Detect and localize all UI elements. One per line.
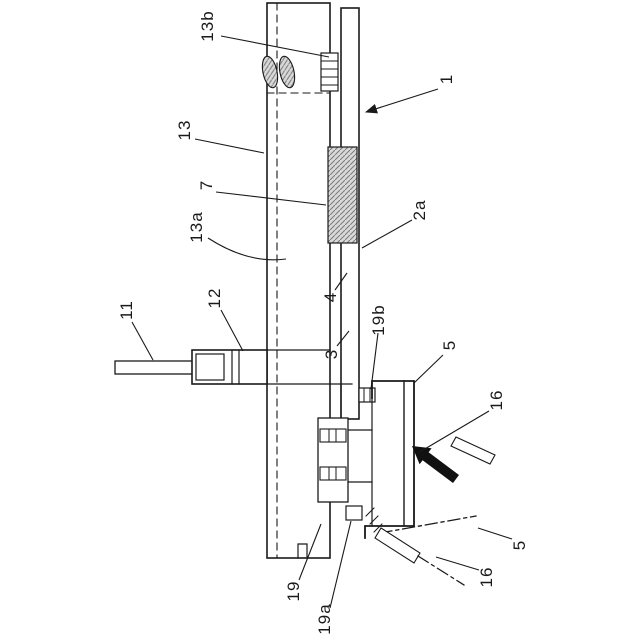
clamp-bolt-lower-lines bbox=[328, 466, 337, 481]
leader-16-upper bbox=[417, 410, 490, 454]
bolt-13b bbox=[320, 52, 339, 92]
clamp-bolt-upper bbox=[319, 428, 347, 443]
leader-5-lower bbox=[477, 527, 513, 540]
rail-5-phantom-strip bbox=[450, 436, 496, 465]
ref-label-5-upper: 5 bbox=[440, 339, 459, 351]
leader-12 bbox=[220, 309, 244, 352]
ref-label-13: 13 bbox=[175, 119, 194, 141]
band-3 bbox=[266, 349, 331, 385]
ref-label-11: 11 bbox=[117, 300, 136, 320]
leader-19b bbox=[370, 332, 379, 390]
phantom-centerline-lower bbox=[417, 555, 465, 586]
ref-label-12: 12 bbox=[205, 287, 224, 309]
leader-13 bbox=[194, 138, 265, 154]
ref-label-16-upper: 16 bbox=[487, 389, 506, 411]
leader-19 bbox=[298, 523, 322, 581]
leader-11 bbox=[131, 321, 154, 361]
leader-1 bbox=[364, 88, 439, 114]
ref-label-5-lower: 5 bbox=[510, 539, 529, 551]
fitting-12-inner bbox=[195, 353, 225, 381]
direction-arrow-icon bbox=[412, 446, 459, 483]
ref-label-16-lower: 16 bbox=[477, 566, 496, 588]
washer-left bbox=[261, 55, 279, 89]
washer-right bbox=[278, 55, 296, 89]
band-3-step bbox=[329, 383, 353, 420]
ref-label-19a: 19a bbox=[315, 603, 334, 635]
leader-4 bbox=[334, 272, 348, 291]
leader-5-upper bbox=[413, 354, 444, 384]
ref-label-13a: 13a bbox=[187, 211, 206, 243]
leader-7 bbox=[215, 191, 327, 206]
leader-3 bbox=[336, 330, 350, 347]
ref-label-19: 19 bbox=[284, 580, 303, 602]
pad-7-hatch bbox=[327, 146, 358, 244]
fitting-12-outline bbox=[191, 349, 268, 385]
ref-label-19b: 19b bbox=[369, 304, 388, 336]
clamp-bolt-upper-lines bbox=[328, 428, 337, 443]
ref-label-7: 7 bbox=[197, 179, 216, 191]
rail-16-lower-strip bbox=[374, 527, 421, 564]
leader-13a bbox=[207, 237, 287, 261]
ref-label-2a: 2a bbox=[410, 199, 429, 221]
clamp-bolt-lower bbox=[319, 466, 347, 481]
bolt-13b-threads bbox=[320, 60, 339, 86]
clamp-19-arms bbox=[347, 429, 373, 483]
clip-19b-lines bbox=[363, 387, 371, 403]
ref-label-3: 3 bbox=[322, 348, 341, 360]
leader-13b bbox=[220, 35, 330, 58]
hook-19a bbox=[345, 505, 363, 521]
leader-2a bbox=[361, 219, 413, 249]
ref-label-1: 1 bbox=[437, 73, 456, 85]
phantom-centerline bbox=[379, 515, 477, 534]
ref-label-4: 4 bbox=[321, 291, 340, 303]
leader-16-lower bbox=[435, 556, 480, 571]
leader-19a bbox=[329, 520, 352, 609]
clip-19b bbox=[358, 387, 376, 403]
body-bottom-notch bbox=[297, 543, 308, 559]
ref-label-13b: 13b bbox=[198, 10, 217, 42]
weld-hatch-ticks bbox=[365, 507, 383, 533]
rod-11 bbox=[114, 360, 194, 375]
